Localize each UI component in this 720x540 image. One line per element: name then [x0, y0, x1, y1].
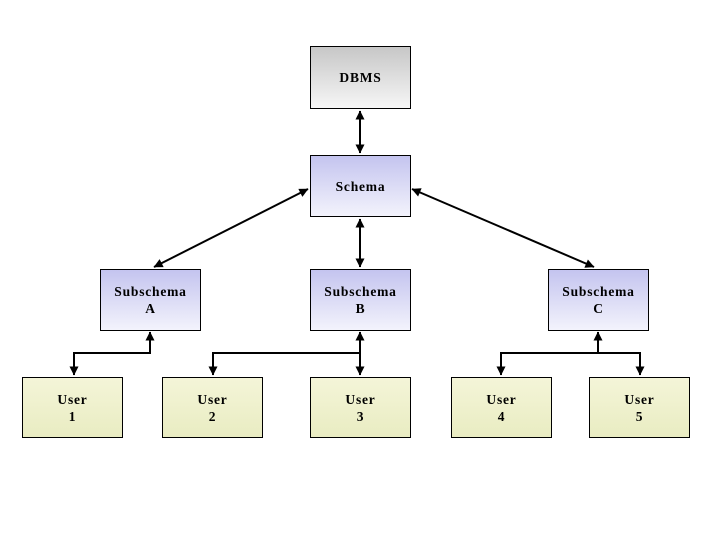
node-user-2-number: 2 — [208, 408, 217, 424]
node-user-1-label: User — [57, 391, 88, 407]
node-user-3-label: User — [345, 391, 376, 407]
node-subschema-c: Subschema C — [548, 269, 649, 331]
node-dbms-label: DBMS — [339, 70, 382, 85]
node-user-4-number: 4 — [497, 408, 506, 424]
node-schema-label: Schema — [335, 178, 386, 194]
node-user-3-number: 3 — [356, 408, 365, 424]
node-subschema-a-letter: A — [145, 301, 156, 316]
connector-schema-subschema-c — [411, 188, 595, 268]
node-subschema-c-label: Subschema — [562, 284, 635, 299]
node-schema: Schema — [310, 155, 411, 217]
connector-schema-subschema-a — [153, 188, 309, 268]
node-user-5-number: 5 — [635, 408, 644, 424]
node-subschema-b: Subschema B — [310, 269, 411, 331]
connector-subschema-c-users-4-5 — [496, 352, 645, 376]
connector-subschema-a-user-1 — [69, 331, 155, 376]
node-user-1-number: 1 — [68, 408, 77, 424]
node-user-4: User 4 — [451, 377, 552, 438]
node-user-2: User 2 — [162, 377, 263, 438]
node-subschema-b-letter: B — [355, 301, 366, 316]
node-user-3: User 3 — [310, 377, 411, 438]
connector-subschema-b-user-2 — [208, 352, 360, 376]
node-dbms: DBMS — [310, 46, 411, 109]
node-user-4-label: User — [486, 391, 517, 407]
node-subschema-a-label: Subschema — [114, 284, 187, 299]
node-user-1: User 1 — [22, 377, 123, 438]
node-subschema-b-label: Subschema — [324, 284, 397, 299]
node-subschema-c-letter: C — [593, 301, 604, 316]
node-subschema-a: Subschema A — [100, 269, 201, 331]
node-user-5-label: User — [624, 391, 655, 407]
node-user-5: User 5 — [589, 377, 690, 438]
node-user-2-label: User — [197, 391, 228, 407]
